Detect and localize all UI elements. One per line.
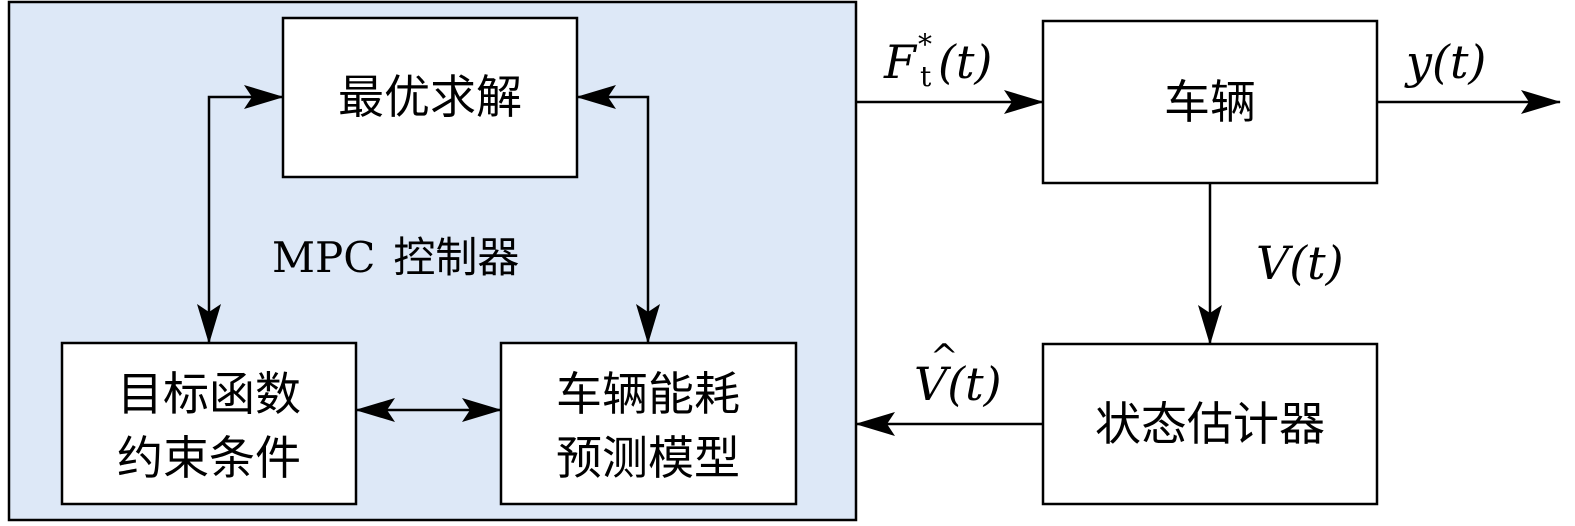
optimizer-block: 最优求解 [281, 16, 579, 179]
state-estimator-block: 状态估计器 [1041, 342, 1379, 506]
control-input-label: F [883, 35, 918, 89]
energy-model-label-line1: 车辆能耗 [556, 367, 740, 421]
objective-block: 目标函数 约束条件 [60, 341, 358, 506]
output-arg: (t) [1432, 35, 1486, 89]
optimizer-energy-model-link [576, 85, 660, 344]
controller-label-prefix: MPC [272, 233, 375, 282]
speed-arg: (t) [1289, 236, 1343, 290]
speed-label: V(t) [1256, 236, 1344, 290]
objective-optimizer-link [197, 85, 284, 344]
energy-model-block: 车辆能耗 预测模型 [499, 341, 798, 506]
speed-estimate-hat: ^ [930, 337, 959, 377]
control-input-subscript: t [920, 60, 932, 93]
speed-symbol: V [1256, 236, 1294, 290]
internal-connections [197, 85, 660, 422]
speed-estimate-arg: (t) [947, 357, 1001, 411]
vehicle-block: 车辆 [1041, 19, 1379, 185]
objective-label-line2: 约束条件 [117, 431, 301, 485]
output-label: y(t) [1404, 35, 1486, 89]
objective-label-line1: 目标函数 [117, 367, 301, 421]
optimizer-label: 最优求解 [338, 70, 522, 124]
control-input-symbol: F [883, 35, 918, 89]
controller-label: MPC 控制器 [272, 233, 519, 282]
signal-labels: F * t (t) y(t) V(t) ^ V(t) [883, 28, 1486, 411]
control-input-superscript: * [918, 28, 932, 61]
control-input-arg: (t) [938, 35, 992, 89]
state-estimator-label: 状态估计器 [1095, 397, 1325, 451]
external-connections [855, 90, 1561, 436]
speed-estimate-label: V(t) [914, 357, 1002, 411]
controller-label-suffix: 控制器 [393, 233, 519, 282]
output-symbol: y [1404, 35, 1433, 89]
energy-model-label-line2: 预测模型 [556, 431, 740, 485]
speed-estimate-symbol: V [914, 357, 952, 411]
vehicle-label: 车辆 [1164, 75, 1256, 129]
